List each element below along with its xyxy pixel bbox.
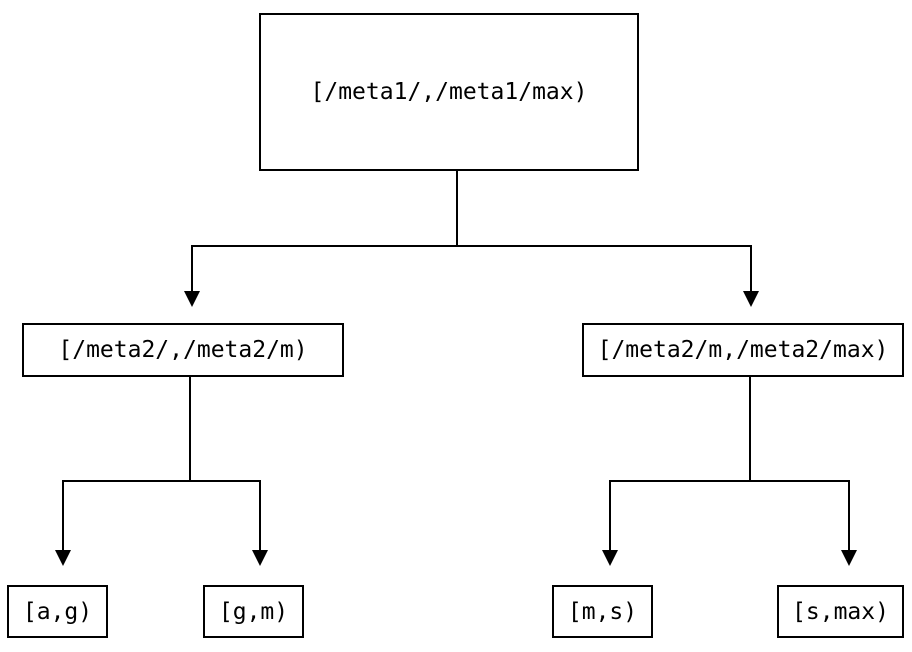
node-leaf-a-g: [a,g) bbox=[7, 585, 108, 638]
arrow-down-icon bbox=[55, 550, 71, 566]
arrow-down-icon bbox=[252, 550, 268, 566]
arrow-down-icon bbox=[602, 550, 618, 566]
arrow-down-icon bbox=[184, 291, 200, 307]
node-root-interval: [/meta1/,/meta1/max) bbox=[259, 13, 639, 171]
node-leaf-s-max: [s,max) bbox=[777, 585, 904, 638]
connector-right-bar bbox=[609, 480, 850, 482]
connector-root-bar bbox=[191, 245, 752, 247]
connector-root-drop-left bbox=[191, 245, 193, 292]
connector-root-drop-right bbox=[750, 245, 752, 292]
node-leaf-m-s: [m,s) bbox=[552, 585, 653, 638]
node-leaf-g-m: [g,m) bbox=[203, 585, 304, 638]
connector-left-drop-left bbox=[62, 480, 64, 551]
connector-right-stem bbox=[749, 377, 751, 482]
connector-right-drop-right bbox=[848, 480, 850, 551]
connector-left-stem bbox=[189, 377, 191, 482]
arrow-down-icon bbox=[841, 550, 857, 566]
node-left-interval: [/meta2/,/meta2/m) bbox=[22, 323, 344, 377]
arrow-down-icon bbox=[743, 291, 759, 307]
connector-left-drop-right bbox=[259, 480, 261, 551]
node-right-interval: [/meta2/m,/meta2/max) bbox=[582, 323, 904, 377]
connector-root-stem bbox=[456, 170, 458, 247]
connector-left-bar bbox=[62, 480, 261, 482]
connector-right-drop-left bbox=[609, 480, 611, 551]
